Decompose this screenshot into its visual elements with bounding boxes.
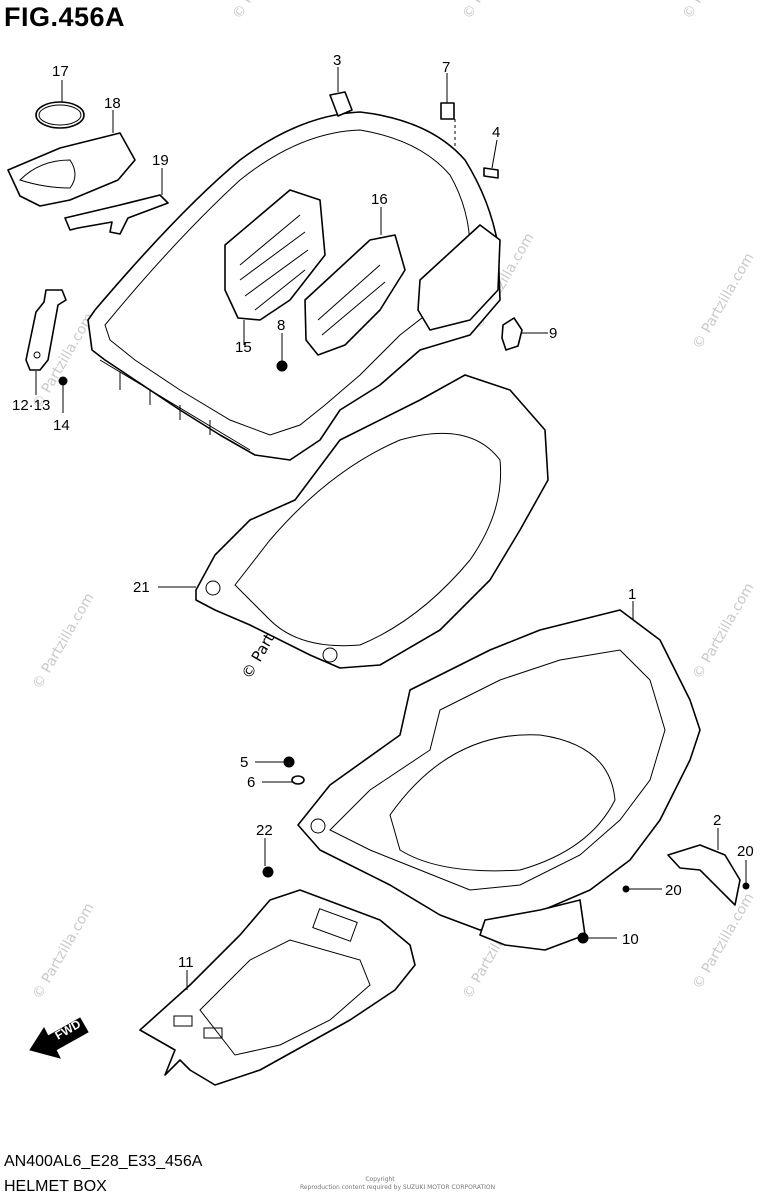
callout-17: 17 [52, 63, 69, 80]
figure-name: HELMET BOX [4, 1178, 107, 1195]
leader-lines [35, 67, 747, 990]
callout-14: 14 [53, 417, 70, 434]
callout-20: 20 [737, 843, 754, 860]
clip-9-part [501, 317, 523, 351]
side-pocket-part [417, 224, 501, 331]
cover-pad-recess [19, 159, 76, 189]
figure-title: FIG.456A [4, 2, 126, 32]
callout-4: 4 [492, 124, 500, 141]
bolt-part [58, 376, 68, 386]
callout-15: 15 [235, 339, 252, 356]
callout-12-13: 12·13 [12, 397, 50, 414]
watermark-text: © Partzilla.com [230, 0, 298, 22]
figure-code: AN400AL6_E28_E33_456A [4, 1153, 203, 1170]
callout-5: 5 [240, 754, 248, 771]
copyright-line: Reproduction content required by SUZUKI … [300, 1184, 496, 1191]
fwd-arrow: FWD [29, 1017, 89, 1059]
callout-20: 20 [665, 882, 682, 899]
plate-part [440, 102, 455, 120]
bracket-strip-part [64, 194, 169, 235]
callout-2: 2 [713, 812, 721, 829]
callout-22: 22 [256, 822, 273, 839]
copyright-note: Copyright Reproduction content required … [300, 1176, 496, 1192]
callout-6: 6 [247, 774, 255, 791]
bracket-part [25, 289, 67, 371]
callout-8: 8 [277, 317, 285, 334]
watermark-text: © Partzilla.com [30, 590, 98, 692]
bracket-hole [33, 351, 41, 359]
cover-pad-part [7, 132, 136, 207]
watermark-text: © Partzilla.com [690, 890, 758, 992]
mat-part [224, 189, 326, 321]
copyright-line: Copyright [365, 1176, 395, 1183]
side-cover-part [667, 844, 741, 906]
clip-part [329, 91, 353, 117]
callout-18: 18 [104, 95, 121, 112]
callout-1: 1 [628, 586, 636, 603]
helmet-box-top-part [87, 111, 501, 461]
watermark-text: © Partzilla.com [680, 0, 748, 22]
screw-20b-part [742, 882, 750, 890]
o-ring-part [35, 101, 85, 129]
callout-16: 16 [371, 191, 388, 208]
watermark-text: © Partzilla.com [690, 250, 758, 352]
callout-labels: 17 18 19 3 7 4 16 15 8 9 12·13 14 21 1 5… [12, 52, 754, 971]
watermark-text: © Partzilla.com [690, 580, 758, 682]
under-plate-part [139, 889, 416, 1086]
watermark-text: © Partzilla.com [30, 900, 98, 1002]
callout-19: 19 [152, 152, 169, 169]
bolt-4-part [483, 167, 499, 179]
tray-part [297, 609, 701, 951]
callout-7: 7 [442, 59, 450, 76]
washer-part [291, 775, 305, 785]
callout-10: 10 [622, 931, 639, 948]
bolt-5-part [283, 756, 295, 768]
callout-21: 21 [133, 579, 150, 596]
watermark-text: © Partzilla.com [460, 0, 528, 22]
callout-11: 11 [178, 954, 194, 971]
callout-9: 9 [549, 325, 557, 342]
callout-3: 3 [333, 52, 341, 69]
nut-part [577, 932, 589, 944]
o-ring-inner [38, 104, 82, 126]
bolt-22-part [262, 866, 274, 878]
liner-part [195, 374, 549, 669]
screw-part [276, 360, 288, 372]
